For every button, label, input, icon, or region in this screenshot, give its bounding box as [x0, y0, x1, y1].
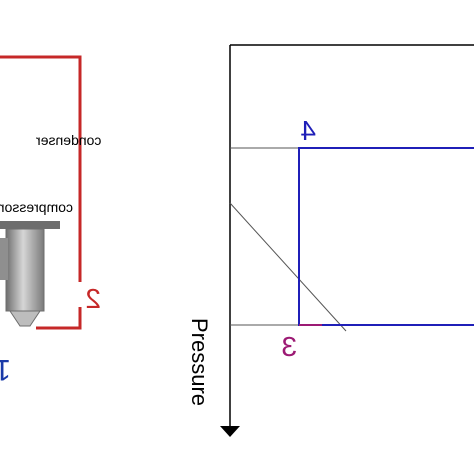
compressor-side-block	[0, 238, 8, 280]
compressor-base	[9, 310, 41, 327]
compressor-label: compressor	[0, 199, 73, 215]
pressure-axis-arrowhead	[220, 426, 240, 437]
pressure-diagram: 3 4 Pressure	[187, 44, 474, 437]
saturation-curve-line	[229, 202, 347, 332]
point-4-label: 4	[300, 115, 316, 146]
point-3-label: 3	[281, 331, 297, 362]
compressor	[0, 221, 60, 327]
circuit-line	[0, 55, 82, 282]
condenser-label: condenser	[36, 132, 102, 148]
compressor-cylinder	[5, 228, 45, 312]
compressor-plate	[0, 221, 60, 229]
circuit-line-bottom	[36, 307, 82, 330]
pressure-axis-label: Pressure	[187, 318, 212, 406]
state-2-label: 2	[85, 283, 101, 314]
state-1-label: 1	[0, 353, 11, 386]
refrigeration-circuit: condenser compressor 2 1	[0, 55, 102, 386]
cycle-line	[298, 147, 474, 326]
